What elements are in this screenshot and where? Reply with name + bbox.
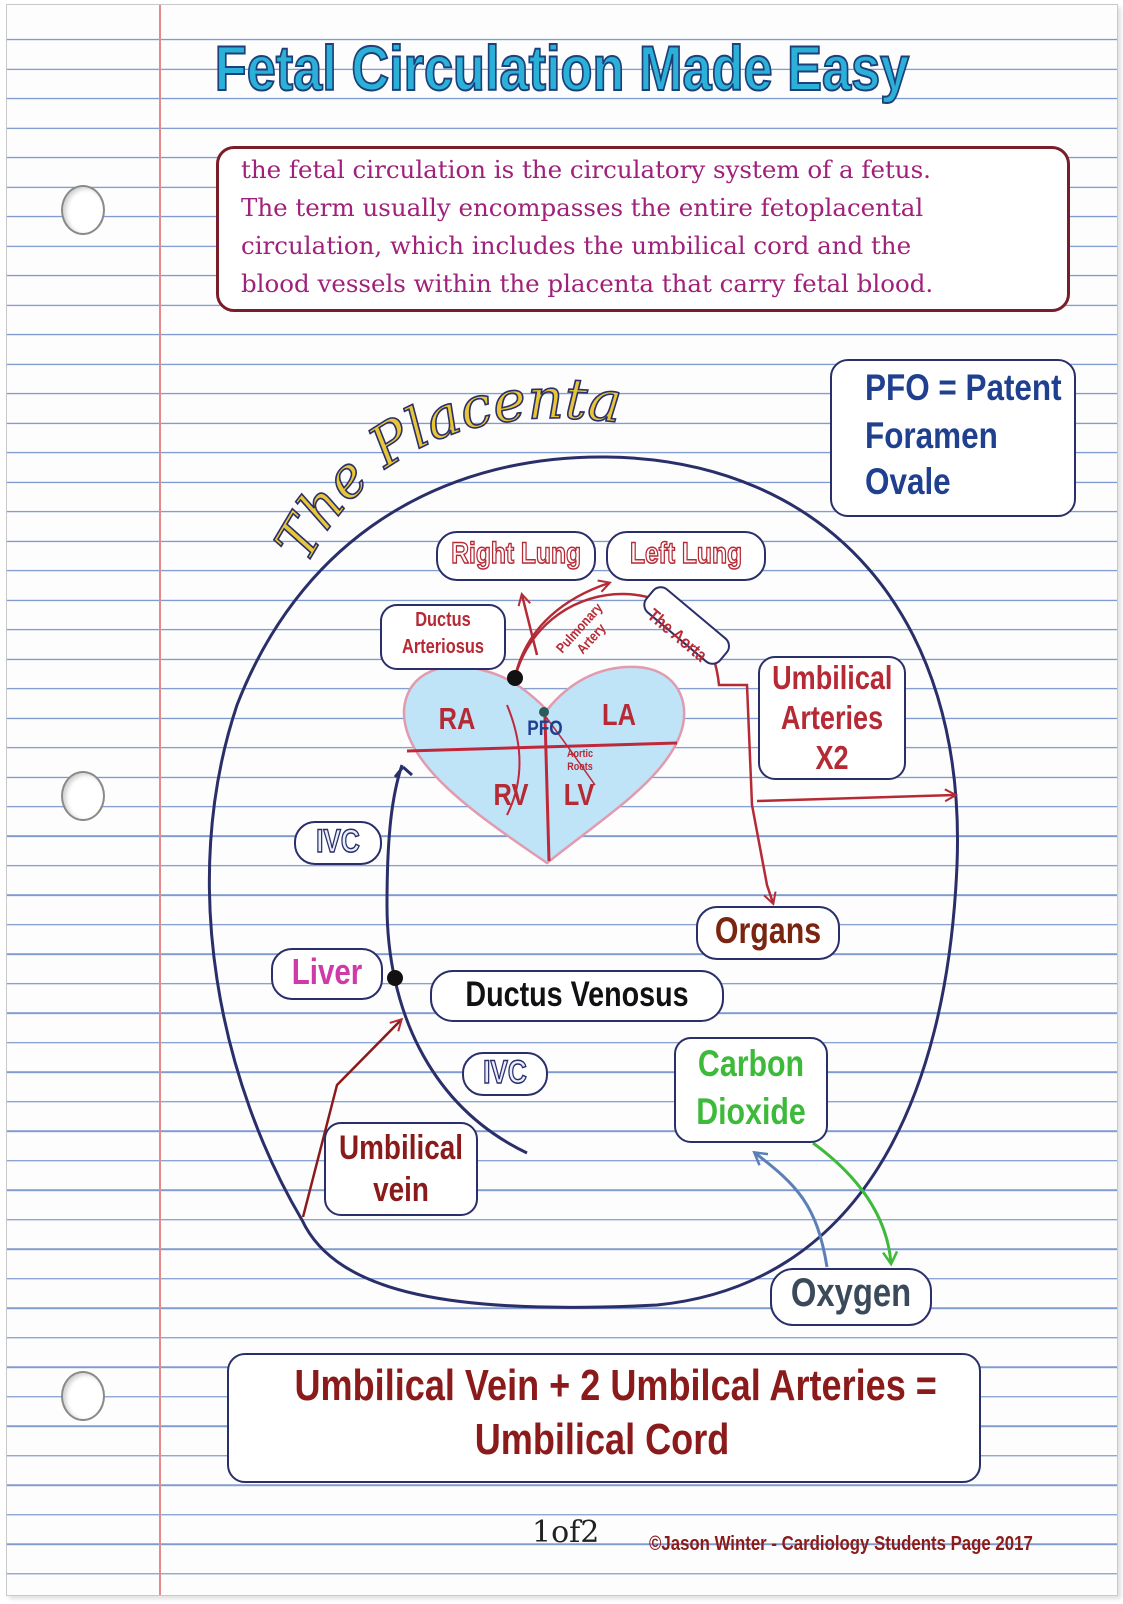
ductus-venosus-label: Ductus Venosus	[465, 975, 689, 1014]
umbilical-vein-label-line2: vein	[373, 1171, 429, 1209]
umbilical-cord-summary-box	[227, 1353, 981, 1483]
ivc-upper-box	[294, 821, 382, 865]
carbon-dioxide-label-line2: Dioxide	[696, 1091, 806, 1132]
umbilical-arteries-box	[758, 656, 906, 780]
ductus-arteriosus-label-line1: Ductus	[415, 609, 471, 631]
summary-line1: Umbilical Vein + 2 Umbilcal Arteries =	[294, 1361, 937, 1410]
pfo-note-line: PFO = Patent	[865, 367, 1062, 408]
umbilical-vein-line	[301, 1020, 401, 1218]
intro-line: blood vessels within the placenta that c…	[241, 269, 934, 298]
ivc-upper-label: IVC	[316, 822, 361, 860]
heart-ra-label: RA	[438, 701, 476, 736]
page-number: 1of2	[532, 1515, 600, 1550]
ductus-arteriosus-label-line2: Arteriosus	[401, 636, 485, 658]
ductus-to-right-lung	[522, 595, 539, 656]
ductus-arteriosus-box	[380, 604, 506, 670]
carbon-dioxide-label-line1: Carbon	[697, 1043, 805, 1084]
carbon-dioxide-box	[674, 1037, 828, 1143]
heart-rv-label: RV	[493, 777, 529, 812]
right-lung-box	[436, 531, 596, 581]
ivc-lower-box	[462, 1052, 548, 1096]
intro-line: The term usually encompasses the entire …	[241, 193, 924, 222]
umbilical-arteries-label-line1: Umbilical	[772, 659, 893, 696]
pfo-dot	[539, 707, 549, 717]
aortic-roots-label-line1: Aortic	[566, 748, 594, 760]
umbilical-artery-line	[756, 795, 955, 803]
pfo-note-box	[830, 359, 1076, 517]
ductus-venosus-box	[430, 970, 724, 1022]
ductus-venosus-junction	[387, 970, 403, 986]
ductus-arteriosus-junction	[507, 670, 523, 686]
intro-box: the fetal circulation is the circulatory…	[216, 146, 1070, 312]
binder-hole-top	[61, 185, 105, 235]
summary-line2: Umbilical Cord	[474, 1415, 730, 1464]
notebook-page: Fetal Circulation Made Easy the fetal ci…	[6, 4, 1118, 1596]
umbilical-vein-label-line1: Umbilical	[339, 1129, 463, 1167]
aorta-label-box	[643, 586, 730, 665]
right-lung-label: Right Lung	[451, 536, 582, 571]
left-lung-label: Left Lung	[629, 536, 743, 571]
circulation-loop	[385, 764, 528, 1155]
heart-pfo-label: PFO	[527, 717, 563, 740]
oxygen-label: Oxygen	[790, 1271, 912, 1315]
carbon-dioxide-arrow	[812, 1141, 891, 1263]
left-lung-box	[606, 531, 766, 581]
margin-line	[159, 5, 161, 1595]
organs-label: Organs	[714, 910, 822, 951]
binder-hole-bottom	[61, 1371, 105, 1421]
ivc-lower-label: IVC	[483, 1053, 528, 1091]
liver-box	[271, 948, 383, 1000]
heart-septum-horizontal	[406, 741, 678, 753]
heart-la-label: LA	[602, 697, 636, 732]
pfo-note-line: Ovale	[865, 461, 951, 502]
intro-line: circulation, which includes the umbilica…	[241, 231, 912, 260]
liver-label: Liver	[291, 951, 363, 992]
heart-septum-vertical	[543, 716, 551, 862]
pfo-note-line: Foramen	[865, 415, 998, 456]
oxygen-box	[770, 1268, 932, 1326]
page-title: Fetal Circulation Made Easy	[214, 33, 910, 105]
organs-box	[696, 906, 840, 960]
heart-shape	[402, 665, 686, 865]
oxygen-arrow	[755, 1153, 829, 1268]
binder-hole-middle	[61, 771, 105, 821]
umbilical-arteries-label-line2: Arteries	[780, 699, 884, 736]
umbilical-vein-box	[324, 1122, 478, 1216]
aortic-root-arc	[542, 712, 596, 786]
umbilical-arteries-label-line3: X2	[815, 739, 849, 776]
heart-lv-label: LV	[563, 777, 595, 812]
copyright-notice: ©Jason Winter - Cardiology Students Page…	[649, 1533, 1033, 1555]
circulation-diagram: The Placenta	[207, 366, 959, 1326]
placenta-loop	[207, 455, 959, 1309]
aortic-roots-label-line2: Roots	[567, 761, 593, 773]
pfo-arc	[506, 704, 521, 816]
intro-line: the fetal circulation is the circulatory…	[241, 155, 931, 184]
